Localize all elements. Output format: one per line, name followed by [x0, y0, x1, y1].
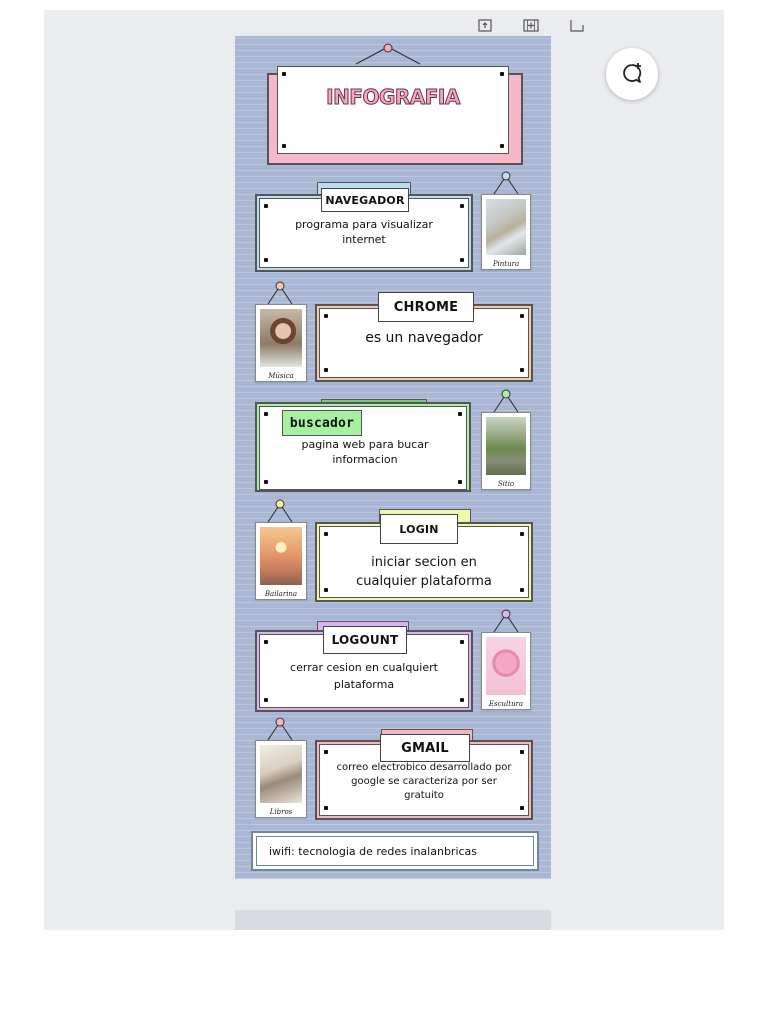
section-2-label: CHROME — [378, 292, 474, 322]
music-image — [260, 309, 302, 367]
footer-card[interactable]: iwifi: tecnologia de redes inalanbricas — [251, 831, 539, 871]
section-1-photo[interactable]: Pintura — [481, 194, 531, 270]
page-title: INFOGRAFIA — [326, 85, 461, 110]
section-3-hanger — [493, 389, 519, 413]
section-4-label: LOGIN — [380, 514, 458, 544]
section-5-label: LOGOUNT — [323, 626, 407, 654]
title-card[interactable]: INFOGRAFIA — [277, 66, 509, 154]
section-5-text: cerrar cesion en cualquiert plataforma — [290, 661, 438, 691]
ballerina-image — [260, 527, 302, 585]
section-2-text: es un navegador — [365, 330, 483, 346]
section-6-text: correo electrobico desarrollado por goog… — [336, 762, 512, 801]
section-2-photo[interactable]: Música — [255, 304, 307, 382]
section-4-photo[interactable]: Bailarina — [255, 522, 307, 600]
section-1-text: programa para visualizar internet — [295, 218, 433, 246]
section-3-text: pagina web para bucar informacion — [301, 438, 429, 466]
section-2-hanger — [267, 281, 293, 305]
section-3-photo[interactable]: Sitio — [481, 412, 531, 490]
add-comment-icon — [623, 63, 642, 83]
section-5-photo[interactable]: Escultura — [481, 632, 531, 710]
section-3-label: buscador — [282, 410, 362, 436]
section-6-label: GMAIL — [380, 734, 470, 762]
expand-icon[interactable] — [568, 18, 586, 32]
section-4-hanger — [267, 499, 293, 523]
painting-image — [486, 199, 526, 255]
section-5-hanger — [493, 609, 519, 633]
section-6-hanger — [267, 717, 293, 741]
section-4-text: iniciar secion en cualquier plataforma — [356, 555, 492, 589]
upload-page-icon[interactable] — [476, 18, 494, 32]
page-toolbar — [476, 18, 586, 34]
footer-text: iwifi: tecnologia de redes inalanbricas — [256, 836, 534, 866]
section-1-label: NAVEGADOR — [321, 188, 409, 212]
section-1-hanger — [493, 171, 519, 195]
title-hanger — [355, 43, 421, 65]
design-canvas[interactable]: INFOGRAFIA programa para visualizar inte… — [235, 36, 551, 879]
add-page-icon[interactable] — [522, 18, 540, 32]
next-page-preview[interactable] — [235, 910, 551, 930]
section-6-photo[interactable]: Libros — [255, 740, 307, 818]
books-image — [260, 745, 302, 803]
landscape-image — [486, 417, 526, 475]
sculpture-image — [486, 637, 526, 695]
add-comment-button[interactable] — [606, 48, 658, 100]
